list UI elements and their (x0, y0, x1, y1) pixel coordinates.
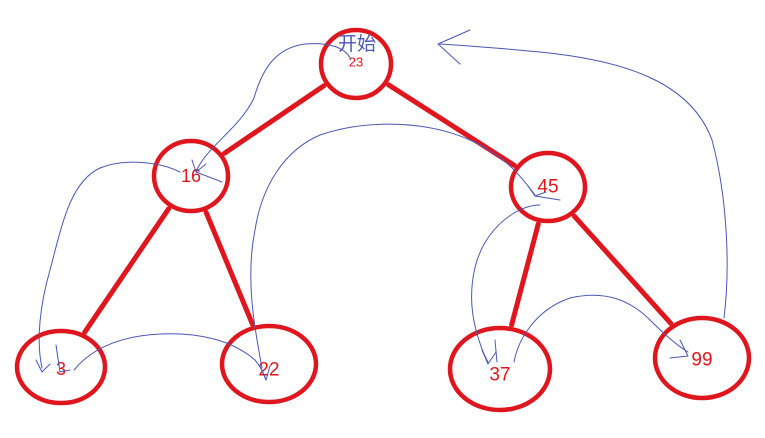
traversal-45-to-37 (471, 204, 541, 363)
edge-16-3 (82, 206, 172, 335)
node-99-circle (652, 315, 752, 401)
start-label: 开始 (338, 33, 376, 55)
arrowhead-99-icon (669, 339, 689, 359)
node-16-circle (151, 138, 231, 214)
edge-45-37 (509, 221, 541, 328)
node-16: 16 (151, 138, 231, 214)
node-16-label: 16 (181, 166, 201, 186)
node-45-circle (508, 150, 588, 224)
edge-45-99 (571, 213, 674, 326)
traversal-45-mark (534, 195, 561, 201)
traversal-22-to-45 (250, 123, 536, 369)
node-22-circle (219, 323, 319, 405)
arrowhead-3-icon (35, 359, 51, 373)
node-45: 45 (508, 150, 588, 224)
traversal-16-mark (195, 171, 223, 183)
node-99-label: 99 (691, 350, 712, 371)
node-37: 37 (447, 325, 553, 413)
traversal-37-mark (494, 339, 498, 363)
tree-edges (82, 82, 674, 335)
node-37-circle (447, 325, 553, 413)
traversal-23-to-16 (195, 43, 351, 173)
edge-16-22 (203, 209, 255, 327)
node-23: 23 (318, 27, 394, 101)
edge-23-45 (386, 82, 517, 168)
traversal-3-mark (55, 344, 71, 373)
traversal-16-to-3 (38, 161, 181, 369)
arrowhead-22-icon (259, 365, 271, 381)
traversal-37-to-99 (513, 294, 689, 363)
node-37-label: 37 (489, 365, 510, 386)
arrowhead-start-icon (437, 29, 471, 65)
node-23-circle (318, 27, 394, 101)
node-99: 99 (652, 315, 752, 401)
tree-nodes: 23 16 45 3 22 37 99 (14, 27, 752, 413)
edge-23-16 (221, 83, 327, 156)
traversal-path (35, 29, 728, 381)
node-22: 22 (219, 323, 319, 405)
arrowhead-37-icon (481, 349, 497, 365)
node-3: 3 (14, 328, 108, 406)
traversal-99-to-start (439, 43, 728, 319)
node-3-label: 3 (56, 359, 66, 379)
node-23-label: 23 (349, 55, 363, 70)
node-45-label: 45 (537, 177, 558, 198)
